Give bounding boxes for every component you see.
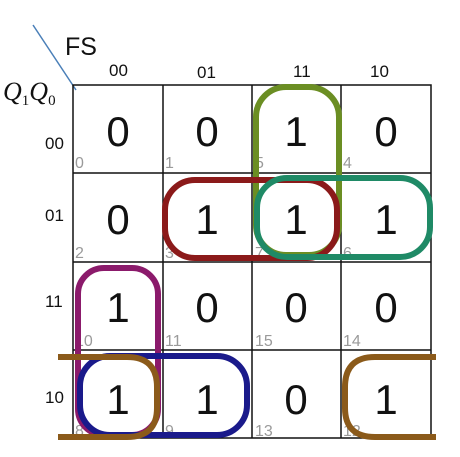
cell-value: 0 — [195, 284, 218, 331]
column-labels: 00 01 11 10 — [109, 61, 389, 82]
column-label: 01 — [197, 63, 216, 82]
cell-value: 0 — [284, 284, 307, 331]
column-label: 10 — [370, 62, 389, 81]
cell-value: 1 — [195, 376, 218, 423]
cell-index: 6 — [343, 245, 352, 262]
cell-value: 0 — [284, 376, 307, 423]
cell-index: 9 — [165, 423, 174, 440]
cell-values: 0 0 1 0 0 1 1 1 1 0 0 0 1 1 0 1 — [106, 108, 397, 423]
row-labels: 00 01 11 10 — [45, 134, 64, 407]
cell-value: 1 — [106, 284, 129, 331]
cell-value: 1 — [374, 196, 397, 243]
column-variable-label: FS — [65, 33, 97, 61]
cell-value: 1 — [284, 196, 307, 243]
cell-index: 13 — [255, 423, 273, 440]
column-label: 00 — [109, 61, 128, 80]
group-navy-horizontal — [77, 353, 250, 438]
group-loops — [58, 84, 436, 440]
cell-index: 3 — [165, 245, 174, 262]
cell-value: 1 — [195, 196, 218, 243]
variable-headers: FS Q1Q0 — [3, 24, 97, 109]
cell-value: 0 — [374, 108, 397, 155]
group-brown-wrap-left — [58, 354, 160, 440]
group-teal-horizontal — [254, 175, 433, 260]
row-label: 00 — [45, 134, 64, 153]
cell-index: 8 — [75, 423, 84, 440]
cell-index: 4 — [343, 155, 352, 172]
cell-index: 15 — [255, 333, 273, 350]
cell-value: 0 — [374, 284, 397, 331]
cell-value: 0 — [106, 108, 129, 155]
cell-value: 1 — [284, 108, 307, 155]
row-label: 11 — [45, 292, 63, 311]
cell-index: 5 — [255, 155, 264, 172]
group-brown-wrap-right — [342, 354, 436, 440]
cell-value: 1 — [374, 376, 397, 423]
row-label: 10 — [45, 388, 64, 407]
group-red-horizontal — [162, 177, 340, 261]
cell-index: 1 — [165, 155, 174, 172]
column-label: 11 — [293, 62, 311, 81]
row-variable-label: Q1Q0 — [3, 77, 56, 109]
cell-index: 14 — [343, 333, 361, 350]
cell-index: 0 — [75, 155, 84, 172]
cell-value: 0 — [106, 196, 129, 243]
cell-index: 2 — [75, 245, 84, 262]
row-label: 01 — [45, 206, 64, 225]
cell-value: 0 — [195, 108, 218, 155]
cell-index: 7 — [255, 245, 264, 262]
cell-value: 1 — [106, 376, 129, 423]
cell-index: 11 — [165, 333, 182, 350]
corner-diagonal-line — [32, 24, 77, 91]
